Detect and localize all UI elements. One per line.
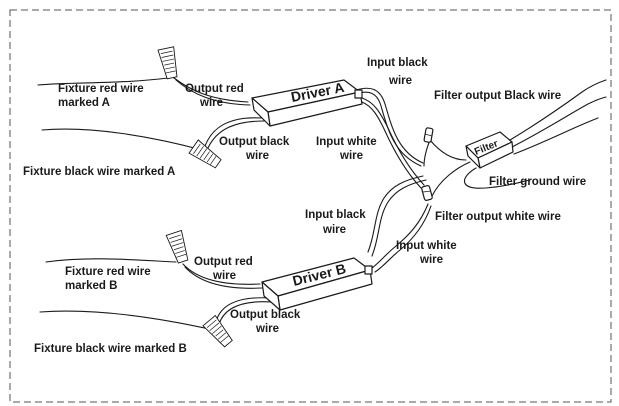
output-red-wire-a [173, 77, 249, 103]
label-fixture-red-b-2: marked B [65, 280, 117, 292]
output-black-wire-a [204, 117, 263, 147]
input-white-wire-b-2 [374, 205, 432, 273]
driver-b-terminal [364, 265, 373, 275]
junction-wire-upper [423, 139, 431, 167]
input-white-wire-a-2 [361, 101, 422, 189]
wire-nut-a-red [157, 46, 178, 80]
label-input-black-a-2: wire [388, 75, 412, 87]
label-filter-output-white: Filter output white wire [435, 211, 561, 223]
input-black-wire-b [367, 175, 424, 253]
input-black-wire-a-2 [355, 91, 422, 167]
label-output-black-a-2: wire [245, 150, 269, 162]
label-fixture-black-b: Fixture black wire marked B [34, 343, 187, 355]
filter-input-line-3 [513, 117, 599, 155]
output-red-wire-a-2 [175, 79, 251, 106]
fixture-black-wire-b [39, 310, 215, 331]
input-white-wire-b [371, 203, 429, 269]
label-output-black-b-2: wire [255, 323, 279, 335]
label-output-black-a-1: Output black [219, 136, 290, 148]
input-white-wire-a [361, 97, 425, 186]
labels: Fixture red wire marked A Output red wir… [23, 57, 586, 355]
label-input-white-b-1: Input white [396, 240, 457, 252]
filter-input-line-1 [509, 79, 607, 141]
label-fixture-red-a-2: marked A [58, 97, 110, 109]
label-input-white-a-2: wire [339, 150, 363, 162]
fixture-red-wire-a [37, 77, 169, 86]
inline-connector-lower [421, 185, 433, 201]
driver-a-terminal [354, 89, 363, 99]
driver-a: Driver A [251, 79, 363, 127]
filter: Filter [465, 131, 514, 169]
inline-connector-upper [423, 127, 434, 143]
filter-output-black-wire [429, 139, 467, 161]
input-black-wire-b-2 [371, 179, 427, 257]
wire-nut-b-red [165, 229, 189, 264]
label-fixture-black-a: Fixture black wire marked A [23, 166, 175, 178]
filter-input-line-2 [511, 96, 607, 148]
label-output-red-a-2: wire [199, 97, 223, 109]
label-output-red-b-1: Output red [194, 256, 253, 268]
dashed-border [9, 9, 612, 403]
label-input-black-b-2: wire [322, 224, 346, 236]
label-input-black-a-1: Input black [367, 57, 428, 69]
fixture-red-wire-b [45, 258, 177, 263]
label-output-red-a-1: Output red [185, 83, 244, 95]
output-red-wire-b [182, 263, 261, 285]
output-red-wire-b-2 [184, 266, 263, 289]
label-output-red-b-2: wire [212, 270, 236, 282]
driver-b-side [261, 281, 281, 311]
wire-nut-b-black [202, 314, 233, 348]
output-black-wire-a-2 [207, 120, 265, 149]
wire-nut-a-black [188, 139, 222, 169]
label-fixture-red-a-1: Fixture red wire [58, 83, 144, 95]
label-filter-output-black: Filter output Black wire [434, 90, 561, 102]
driver-b: Driver B [261, 257, 373, 311]
output-black-wire-b [215, 297, 271, 323]
output-black-wire-b-2 [218, 301, 273, 325]
filter-ground-wire [463, 167, 531, 189]
input-black-wire-a [355, 87, 424, 164]
driver-a-side [251, 97, 271, 127]
label-output-black-b-1: Output black [230, 309, 301, 321]
filter-side [465, 145, 481, 169]
label-input-black-b-1: Input black [305, 209, 366, 221]
fixture-black-wire-a [41, 128, 203, 151]
label-input-white-b-2: wire [419, 254, 443, 266]
filter-output-white-wire [431, 161, 471, 197]
label-filter-ground: Filter ground wire [489, 176, 586, 188]
label-fixture-red-b-1: Fixture red wire [65, 266, 151, 278]
label-input-white-a-1: Input white [316, 136, 377, 148]
